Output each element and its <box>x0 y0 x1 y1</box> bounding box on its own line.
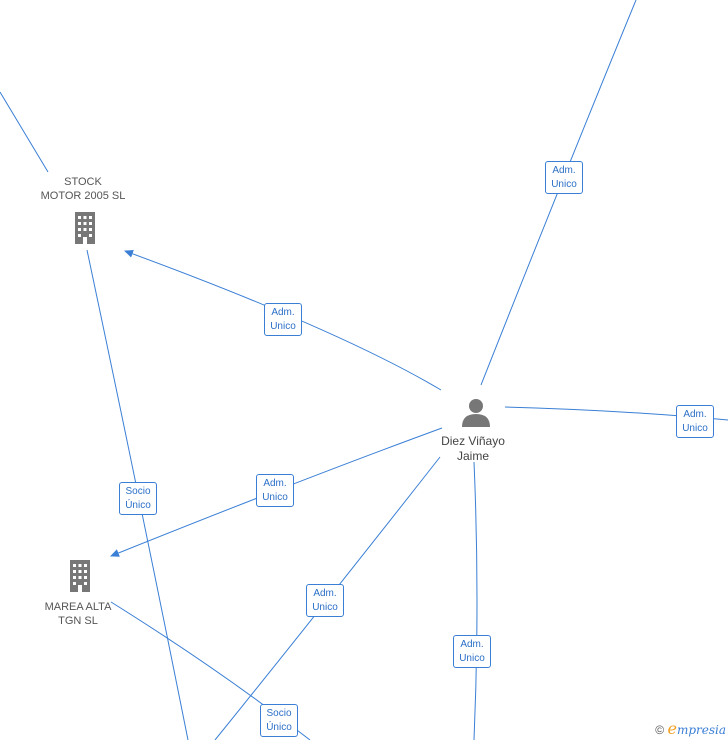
person-name-line2: Jaime <box>456 449 489 463</box>
company-node-stock-label[interactable]: STOCK MOTOR 2005 SL <box>28 175 138 203</box>
edge-person-bottom <box>473 461 478 740</box>
building-icon[interactable] <box>64 559 96 593</box>
brand-logo-e: e <box>667 719 677 738</box>
person-icon[interactable] <box>460 397 492 427</box>
edge-label-adm-unico[interactable]: Adm.Unico <box>545 161 583 194</box>
company-name-line2: MOTOR 2005 SL <box>40 190 126 202</box>
edge-person-stock <box>124 250 442 391</box>
edge-label-adm-unico[interactable]: Adm.Unico <box>453 635 491 668</box>
edge-label-adm-unico[interactable]: Adm.Unico <box>264 303 302 336</box>
person-node-label[interactable]: Diez Viñayo Jaime <box>423 434 523 464</box>
company-node-marea-label[interactable]: MAREA ALTA TGN SL <box>28 600 128 628</box>
edge-label-adm-unico[interactable]: Adm.Unico <box>676 405 714 438</box>
copyright-symbol: © <box>655 723 665 737</box>
company-name-line1: STOCK <box>64 176 102 188</box>
brand-watermark: © empresia <box>655 719 726 738</box>
edge-label-adm-unico[interactable]: Adm.Unico <box>256 474 294 507</box>
building-icon[interactable] <box>69 211 101 245</box>
edge-top-left <box>0 91 49 173</box>
person-name-line1: Diez Viñayo <box>441 434 505 448</box>
edge-label-adm-unico[interactable]: Adm.Unico <box>306 584 344 617</box>
company-name-line1: MAREA ALTA <box>44 601 112 613</box>
company-name-line2: TGN SL <box>58 615 98 627</box>
brand-logo-text: mpresia <box>676 723 726 737</box>
